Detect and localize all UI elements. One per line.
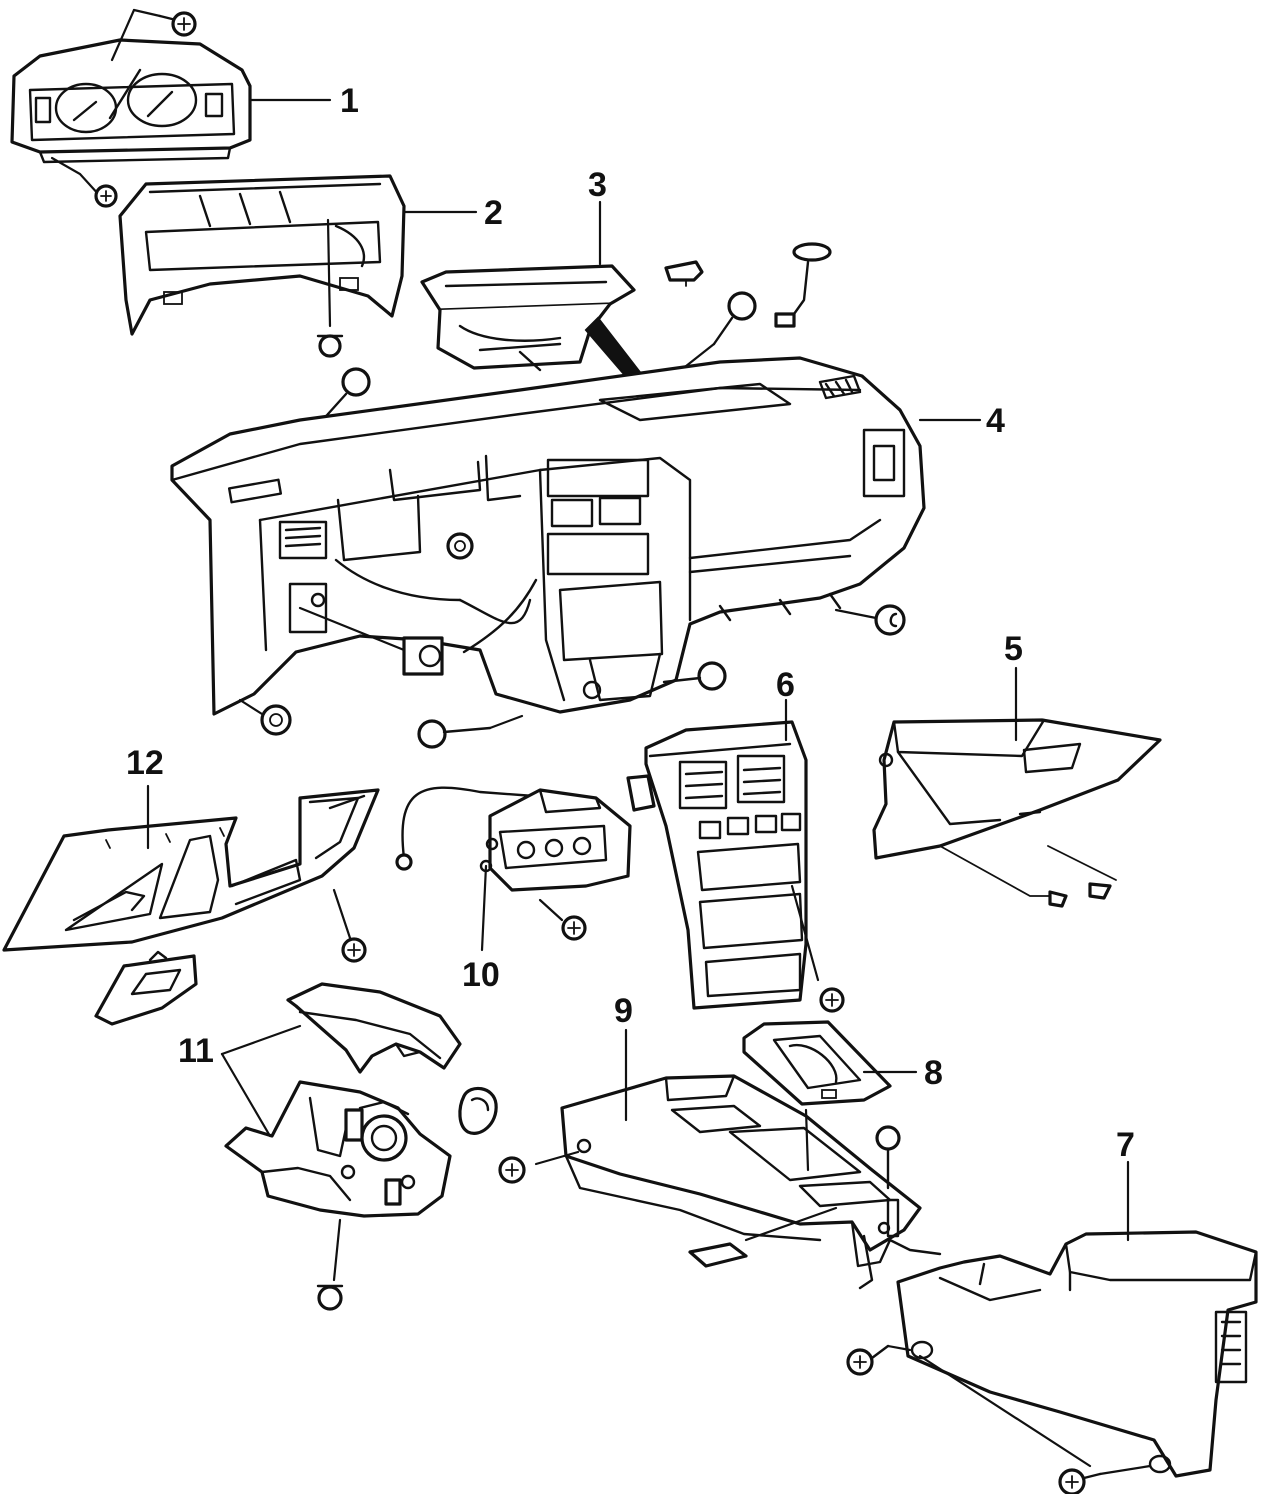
callout-11: 11 (178, 1032, 214, 1070)
heater-control-assembly (395, 786, 632, 952)
console-box (498, 1028, 942, 1290)
callout-9: 9 (614, 992, 633, 1030)
callout-4: 4 (986, 402, 1005, 440)
armrest-rear-console (846, 1160, 1258, 1494)
callout-8: 8 (924, 1054, 943, 1092)
callout-10: 10 (462, 956, 500, 994)
callout-1: 1 (340, 82, 359, 120)
callout-12: 12 (126, 744, 164, 782)
panel-nut-center (446, 532, 474, 560)
shift-lever-finish-panel (742, 1020, 918, 1106)
panel-nut-left (238, 698, 292, 736)
callout-6: 6 (776, 666, 795, 704)
panel-bolt-console (662, 661, 727, 691)
steering-column-cover (220, 982, 498, 1311)
callout-3: 3 (588, 166, 607, 204)
center-cluster-panel (626, 698, 845, 1013)
defroster-clip (664, 260, 704, 287)
panel-switch (402, 636, 444, 676)
sensor-harness (774, 242, 832, 328)
instrument-cluster (10, 8, 332, 164)
panel-nut-right (834, 604, 906, 636)
glove-box (872, 666, 1162, 908)
panel-bolt-top (674, 291, 757, 376)
callout-5: 5 (1004, 630, 1023, 668)
cluster-finish-panel (50, 156, 478, 358)
instrument-panel (170, 356, 982, 716)
callout-7: 7 (1116, 1126, 1135, 1164)
passenger-airbag-module (420, 200, 636, 372)
cluster-screw-top (132, 8, 197, 37)
lower-dash-trim-panel (2, 784, 380, 1026)
callout-2: 2 (484, 194, 503, 232)
panel-bolt-lower (417, 714, 524, 749)
